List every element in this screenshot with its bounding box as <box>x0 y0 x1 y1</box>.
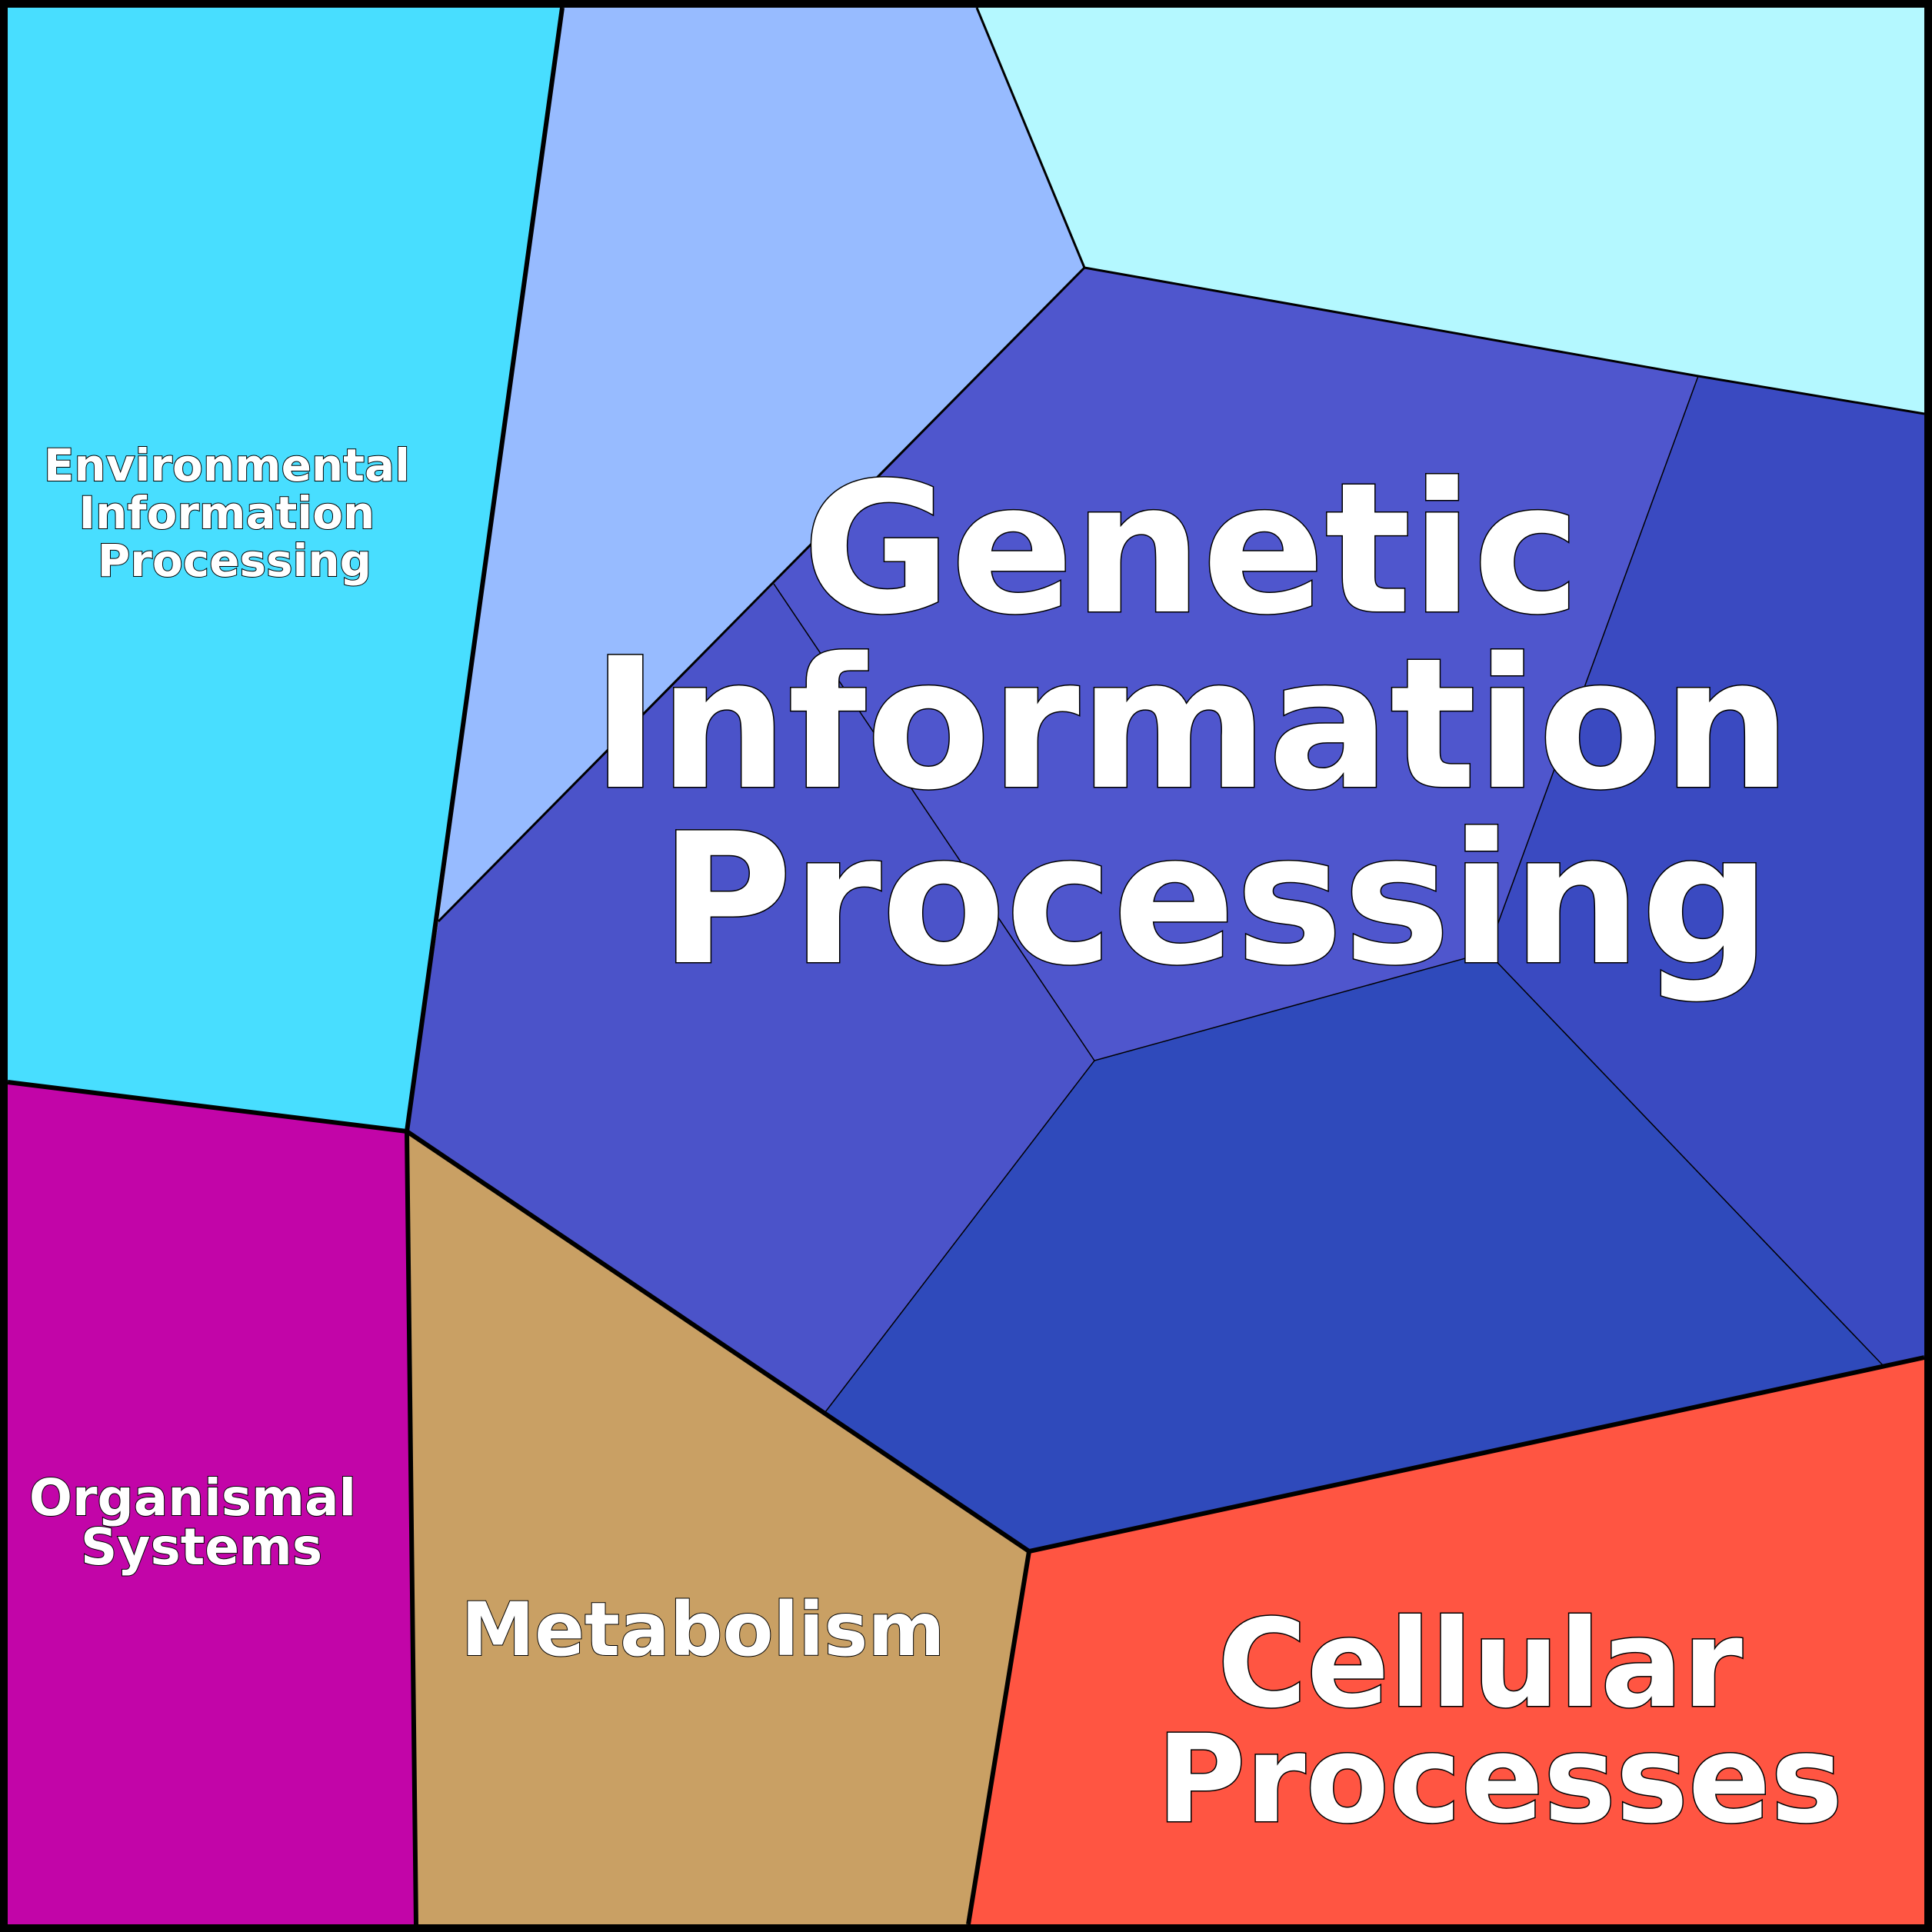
label-cellular: Cellular Processes <box>1157 1594 1843 1850</box>
label-line: Information <box>591 620 1790 830</box>
cell-metabolism <box>407 1131 1029 1924</box>
label-line: Environmental <box>44 439 410 491</box>
label-line: Metabolism <box>461 1587 945 1673</box>
label-line: Processing <box>660 795 1770 1005</box>
cell-environmental-main <box>8 8 562 1131</box>
label-metabolism: Metabolism <box>461 1587 945 1673</box>
cell-cellular <box>968 1357 1924 1924</box>
label-line: Information <box>78 487 375 539</box>
label-line: Organismal <box>29 1468 356 1527</box>
label-line: Genetic <box>803 445 1581 655</box>
label-genetic: Genetic Information Processing <box>591 445 1854 1005</box>
mid-borders <box>437 7 1925 923</box>
cell-environmental-sub-2 <box>977 8 1924 414</box>
cell-genetic-sub-2 <box>1487 376 1924 1365</box>
sub-cell-borders <box>773 375 1884 1413</box>
cell-genetic-sub-4 <box>825 952 1883 1551</box>
cell-genetic-sub-1 <box>774 268 1698 1061</box>
cell-organismal <box>8 1082 416 1924</box>
label-environmental: Environmental Information Processing <box>44 439 425 587</box>
label-line: Systems <box>81 1517 322 1577</box>
label-line: Processes <box>1157 1709 1843 1850</box>
cell-genetic-sub-3 <box>407 584 1094 1412</box>
label-line: Processing <box>98 535 371 587</box>
label-line: Cellular <box>1217 1594 1743 1735</box>
label-organismal: Organismal Systems <box>29 1468 374 1577</box>
category-borders <box>7 7 1925 1925</box>
cell-environmental-sub-1 <box>438 8 1084 921</box>
